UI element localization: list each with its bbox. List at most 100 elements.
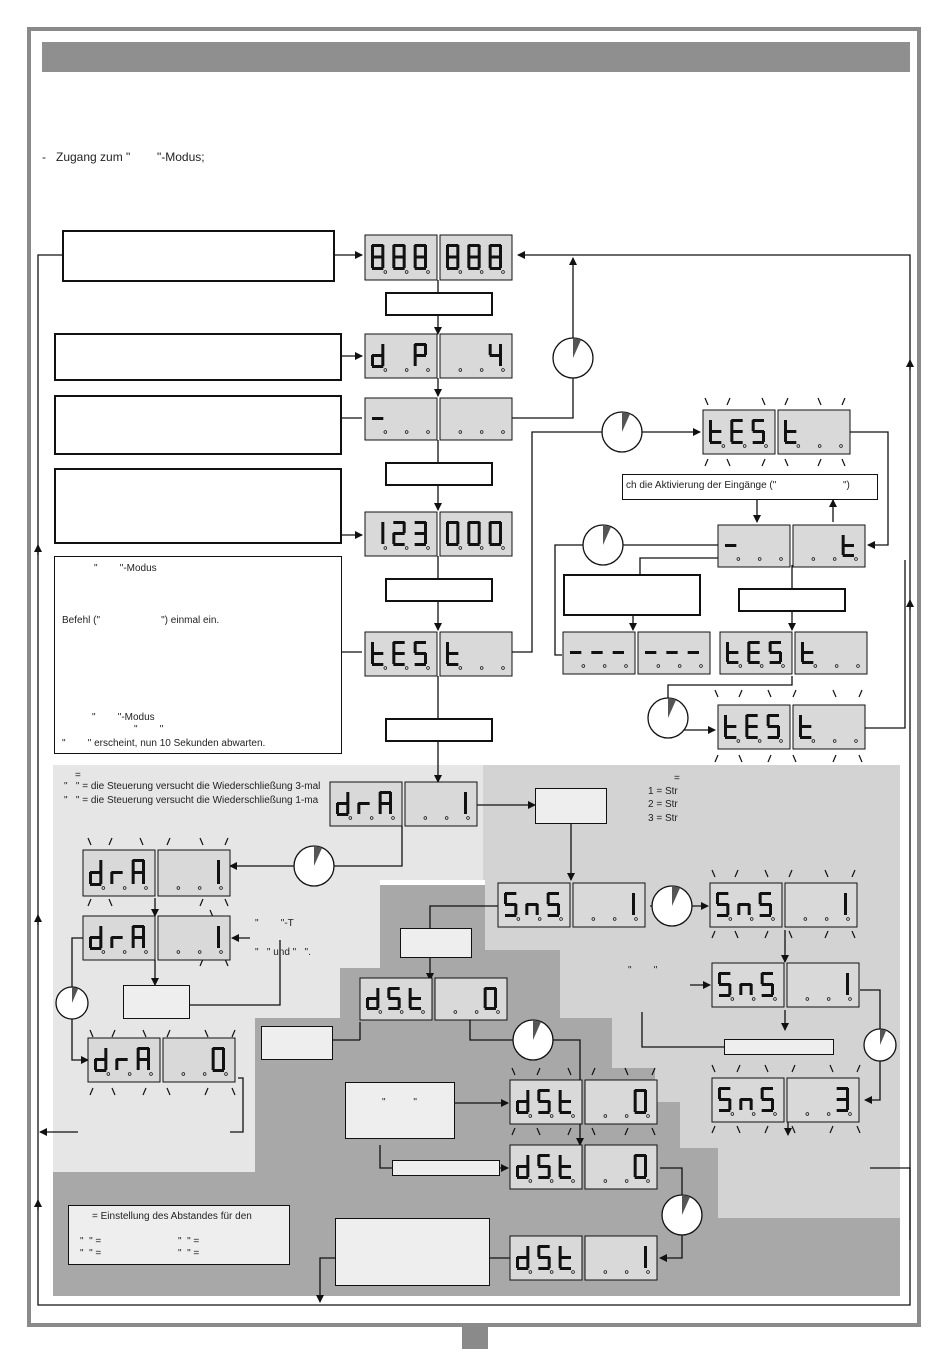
display-segment	[217, 872, 220, 884]
display-segment	[372, 354, 384, 357]
display-segment	[633, 1155, 637, 1166]
display-segment	[132, 859, 144, 862]
decimal-point	[603, 1179, 608, 1183]
display-segment	[846, 1088, 849, 1099]
display-segment	[525, 904, 529, 915]
timer-icon	[661, 1194, 703, 1236]
timer-icon	[552, 337, 594, 379]
display-segment	[413, 642, 417, 653]
display-segment	[558, 1101, 562, 1112]
decimal-point	[624, 1270, 629, 1274]
display-segment	[446, 533, 449, 544]
decimal-point	[122, 950, 127, 954]
display-segment	[784, 420, 787, 431]
display-segment	[557, 904, 560, 915]
display-segment	[446, 522, 449, 533]
display-segment	[489, 543, 501, 546]
display-segment	[758, 893, 762, 904]
display-segment	[846, 973, 849, 984]
decimal-point	[144, 950, 148, 954]
display-segment	[516, 1101, 519, 1112]
display-segment	[89, 872, 92, 884]
button-bar-grey	[724, 1039, 834, 1055]
display-segment	[90, 936, 102, 939]
decimal-point	[646, 1179, 650, 1183]
display-segment	[477, 522, 481, 533]
decimal-point	[848, 997, 852, 1001]
display-segment	[477, 533, 481, 544]
display-segment	[408, 998, 412, 1008]
display-segment	[526, 1166, 530, 1177]
text-box-7	[535, 788, 607, 824]
display-segment	[424, 533, 427, 544]
decimal-point	[219, 950, 223, 954]
text-box-6	[563, 574, 701, 616]
decimal-point	[528, 1179, 533, 1183]
display-segment	[393, 641, 405, 644]
display-segment	[142, 926, 145, 937]
decimal-point	[404, 270, 409, 274]
display-segment	[537, 1090, 541, 1101]
display-segment	[115, 1059, 119, 1070]
display-segment	[737, 904, 741, 915]
display-segment	[517, 1165, 529, 1168]
page-number-tab	[462, 1327, 488, 1349]
display-segment	[538, 1176, 550, 1179]
display-segment	[728, 984, 732, 995]
decimal-point	[501, 430, 505, 434]
display-segment	[90, 871, 102, 874]
display-segment	[844, 893, 847, 904]
display-segment	[752, 430, 764, 433]
decimal-point	[811, 557, 816, 561]
display-segment	[447, 663, 459, 666]
display-segment	[116, 1058, 128, 1061]
display-segment	[526, 1257, 530, 1268]
timer-icon	[601, 411, 643, 453]
display-segment	[836, 1109, 848, 1112]
decimal-point	[383, 430, 388, 434]
display-segment	[337, 802, 349, 805]
decimal-point	[571, 1270, 575, 1274]
timer-icon	[647, 697, 689, 739]
display-segment	[212, 1069, 224, 1072]
quote-pair-2: " "	[382, 1097, 417, 1108]
decimal-point	[176, 950, 181, 954]
text-box-12	[335, 1218, 490, 1286]
dst-b2: " " =	[178, 1248, 200, 1259]
display-segment	[767, 725, 779, 728]
display-segment	[212, 1047, 224, 1050]
text-box-4	[54, 468, 342, 544]
decimal-point	[771, 917, 775, 921]
decimal-point	[751, 1112, 756, 1116]
display-segment	[137, 1047, 149, 1050]
display-segment	[760, 973, 764, 984]
decimal-point	[106, 1072, 111, 1076]
button-bar	[385, 462, 493, 486]
decimal-point	[528, 1270, 533, 1274]
display-segment	[137, 1058, 149, 1061]
display-segment	[414, 521, 426, 524]
text-box-3	[54, 395, 342, 455]
dst-legend-box	[68, 1205, 290, 1265]
decimal-point	[811, 739, 816, 743]
display-segment	[393, 543, 405, 546]
display-segment	[372, 244, 384, 247]
display-segment	[94, 1059, 97, 1070]
decimal-point	[549, 1270, 554, 1274]
display-segment	[726, 642, 729, 652]
dra-3-text: " " = die Steuerung versucht die Wieders…	[64, 781, 321, 792]
display-segment	[464, 803, 467, 814]
decimal-point	[805, 1112, 810, 1116]
display-segment	[95, 1069, 107, 1072]
display-segment	[371, 642, 374, 653]
display-segment	[389, 792, 392, 803]
decimal-point	[516, 917, 521, 921]
display-segment	[467, 522, 471, 533]
display-segment	[387, 988, 391, 998]
display-segment	[726, 652, 729, 662]
display-segment	[142, 937, 145, 948]
mode-text-5: " " erscheint, nun 10 Sekunden abwarten.	[62, 738, 266, 749]
display-segment	[467, 533, 471, 544]
decimal-point	[773, 997, 777, 1001]
sns-2-text: 2 = Str	[648, 799, 678, 810]
